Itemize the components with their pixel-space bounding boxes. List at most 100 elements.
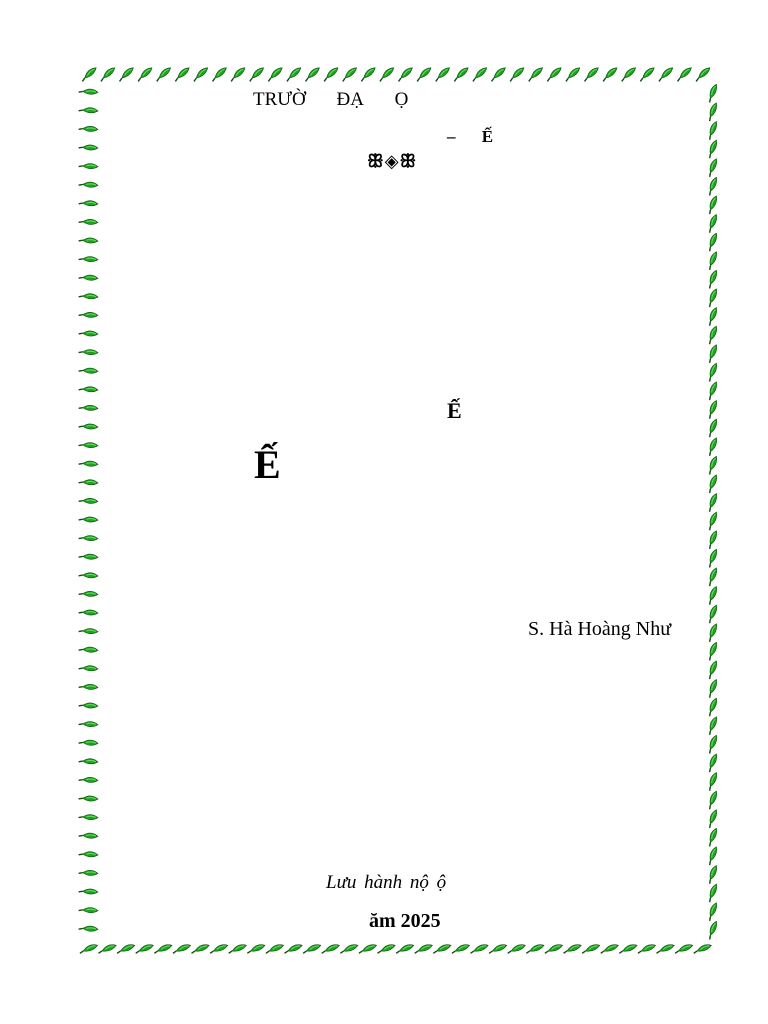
border-leaf [637, 944, 657, 954]
border-leaf [78, 200, 99, 207]
border-leaf [708, 883, 717, 903]
border-leaf [583, 67, 599, 82]
border-leaf [78, 423, 99, 430]
border-leaf [379, 67, 395, 82]
border-leaf [78, 851, 99, 858]
border-leaf [546, 67, 562, 82]
border-leaf [525, 944, 545, 954]
internal-circulation-note: Lưu hành nộ ộ [326, 872, 447, 893]
border-leaf [708, 232, 717, 252]
border-leaf [267, 67, 283, 82]
border-leaf [708, 325, 717, 345]
border-leaf [432, 944, 452, 954]
border-leaf [708, 846, 717, 866]
border-leaf [78, 237, 99, 244]
border-leaf [78, 516, 99, 523]
border-leaf [397, 67, 413, 82]
border-leaf [708, 158, 717, 178]
border-leaf [193, 67, 209, 82]
border-leaf [358, 944, 378, 954]
document-title: Ế [254, 442, 281, 487]
border-leaf [708, 920, 717, 940]
border-leaf [78, 777, 99, 783]
border-leaf [708, 139, 717, 159]
border-leaf [708, 474, 717, 494]
border-leaf [708, 753, 717, 773]
border-leaf [78, 907, 99, 913]
border-leaf [78, 870, 99, 876]
border-leaf [581, 944, 601, 954]
border-leaf [78, 572, 99, 579]
border-leaf [78, 312, 99, 318]
border-leaf [342, 67, 358, 82]
border-leaf [674, 944, 694, 954]
border-leaf [81, 67, 97, 82]
border-leaf [656, 944, 675, 954]
border-leaf [339, 944, 359, 954]
border-leaf [100, 67, 116, 82]
border-leaf [708, 307, 717, 326]
border-leaf [490, 67, 506, 82]
border-leaf [302, 944, 322, 954]
border-leaf [78, 535, 99, 541]
border-leaf [78, 591, 99, 597]
publication-year: ăm 2025 [369, 910, 441, 932]
border-leaf [708, 288, 717, 308]
border-leaf [78, 293, 99, 300]
border-leaf [135, 944, 154, 954]
border-leaf [360, 67, 376, 82]
border-leaf [708, 697, 717, 717]
border-leaf [470, 944, 489, 954]
border-leaf [78, 702, 99, 709]
border-leaf [708, 865, 717, 884]
border-leaf [156, 67, 172, 82]
border-leaf [708, 121, 717, 140]
ornament-divider: ꕥ◈ꕥ [367, 151, 418, 171]
border-leaf [708, 251, 717, 271]
border-leaf [118, 67, 134, 82]
border-leaf [708, 548, 717, 568]
border-leaf [78, 181, 99, 188]
border-leaf [708, 586, 717, 605]
border-leaf [708, 772, 717, 791]
border-leaf [708, 214, 717, 233]
border-leaf [78, 386, 99, 393]
border-leaf [708, 660, 717, 680]
border-leaf [78, 274, 99, 281]
border-leaf [265, 944, 285, 954]
border-leaf [78, 349, 99, 355]
border-leaf [544, 944, 564, 954]
document-subtitle: Ế [447, 398, 462, 423]
border-leaf [658, 67, 674, 82]
border-leaf [708, 790, 717, 810]
border-leaf [708, 809, 717, 829]
border-leaf [78, 442, 99, 448]
faculty-name: – Ế [447, 127, 494, 146]
border-leaf [78, 925, 99, 932]
border-leaf [528, 67, 544, 82]
border-leaf [488, 944, 508, 954]
border-leaf [618, 944, 638, 954]
border-leaf [708, 176, 717, 196]
border-leaf [472, 67, 488, 82]
border-leaf [116, 944, 136, 954]
author-name: S. Hà Hoàng Như [528, 618, 672, 640]
border-leaf [708, 269, 717, 289]
border-leaf [78, 498, 99, 504]
border-leaf [708, 102, 717, 122]
border-leaf [509, 67, 525, 82]
border-leaf [708, 418, 717, 438]
border-leaf [708, 567, 717, 587]
border-leaf [377, 944, 396, 954]
university-name: TRƯỜ ĐẠ Ọ [253, 89, 409, 110]
border-leaf [78, 628, 99, 634]
border-leaf [708, 344, 717, 364]
border-leaf [435, 67, 451, 82]
border-leaf [78, 460, 99, 467]
border-leaf [284, 944, 303, 954]
border-leaf [78, 479, 99, 486]
border-leaf [565, 67, 581, 82]
border-leaf [695, 67, 711, 82]
border-leaf [708, 381, 717, 401]
